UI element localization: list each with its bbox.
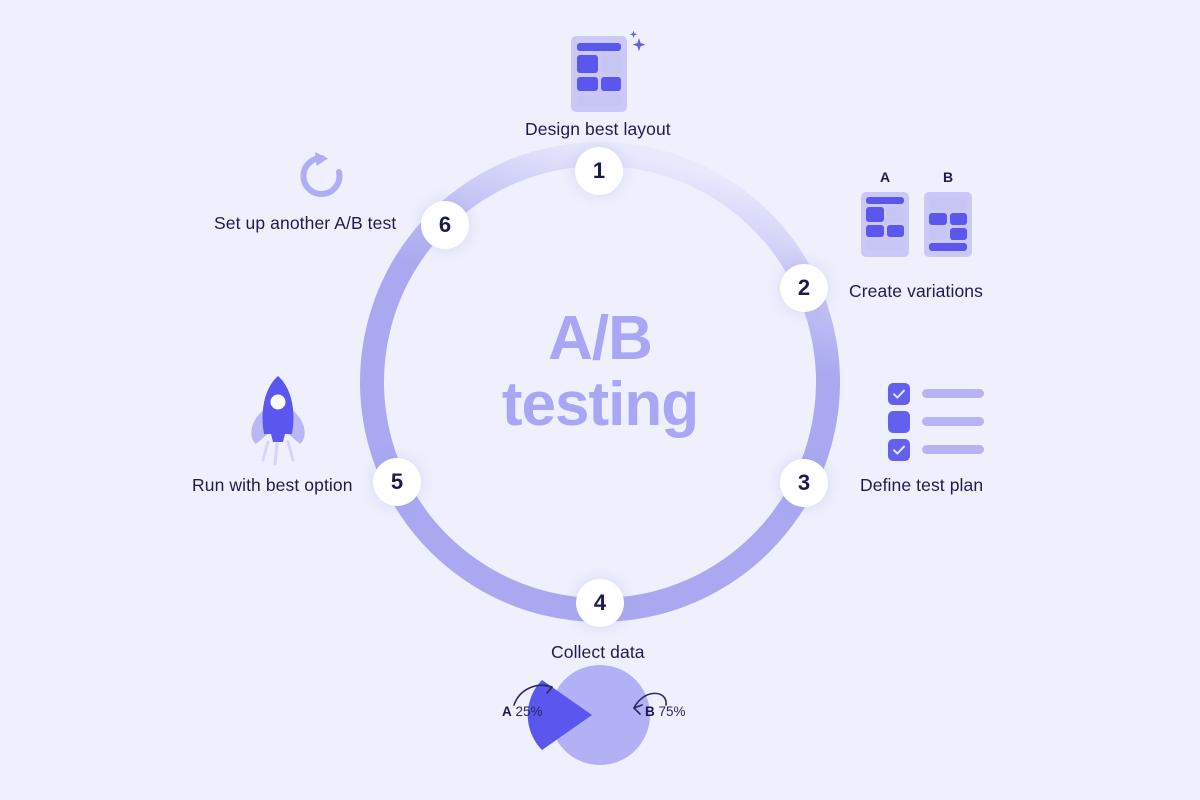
step-label-2: Create variations [849,281,983,301]
checkbox-checked[interactable] [888,383,910,405]
checkbox-checked[interactable] [888,439,910,461]
pie-label-a-name: A [502,704,512,719]
checklist-bar [922,389,984,398]
step-badge-2[interactable]: 2 [780,264,828,312]
page-title: A/B testing [420,306,780,438]
pie-slice-a [527,680,592,750]
checklist-icon [888,383,984,461]
step-badge-6[interactable]: 6 [421,201,469,249]
variation-b-letter: B [942,169,954,185]
rocket-icon [238,372,318,473]
step-label-5: Run with best option [192,475,353,495]
pie-chart-svg [513,665,667,765]
pie-label-a-value: 25% [515,704,543,719]
step-badge-3[interactable]: 3 [780,459,828,507]
pie-label-b: B 75% [645,704,686,719]
variation-a-letter: A [879,169,891,185]
step-label-6: Set up another A/B test [214,213,397,233]
pie-label-b-value: 75% [658,704,686,719]
sparkle-icon [629,30,646,52]
pie-arrow-b [633,692,667,715]
step-label-4: Collect data [551,642,645,662]
checklist-bar [922,417,984,426]
pie-label-a: A 25% [502,704,543,719]
refresh-loop-icon [294,148,350,211]
step-label-1: Design best layout [525,119,671,139]
variation-card-b [924,192,972,257]
pie-slice-b [550,665,650,765]
checklist-bar [922,445,984,454]
step-badge-4[interactable]: 4 [576,579,624,627]
pie-chart-icon: A 25% B 75% [490,660,720,770]
pie-arrow-a [513,684,553,706]
title-line-2: testing [501,370,699,439]
pie-label-b-name: B [645,704,655,719]
step-label-3: Define test plan [860,475,984,495]
step-badge-5[interactable]: 5 [373,458,421,506]
checkbox-filled[interactable] [888,411,910,433]
title-line-1: A/B [548,304,653,373]
step-badge-1[interactable]: 1 [575,147,623,195]
variation-card-a [861,192,909,257]
mockup-card [571,36,627,112]
